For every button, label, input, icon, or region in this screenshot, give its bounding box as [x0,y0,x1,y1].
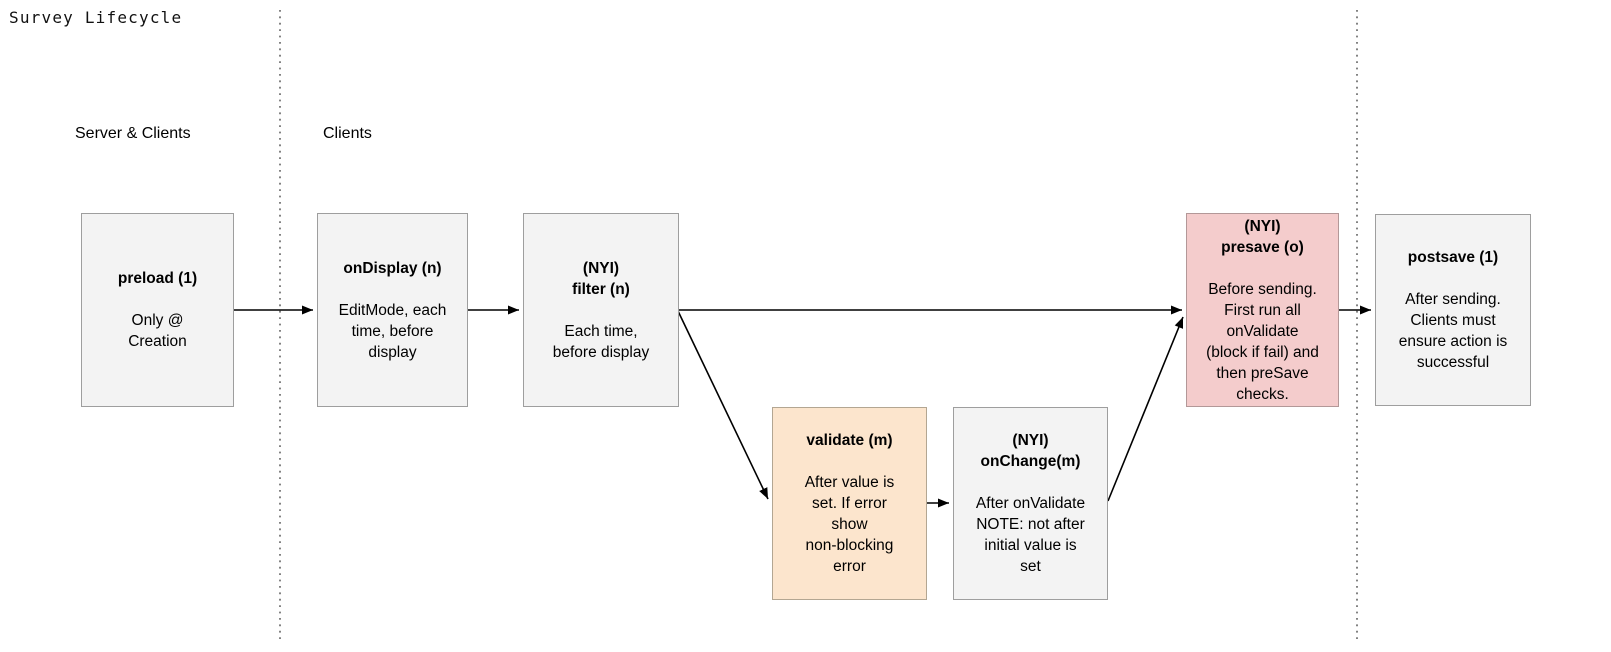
node-onchange-title: (NYI) onChange(m) [981,430,1081,472]
node-preload: preload (1) Only @ Creation [81,213,234,407]
diagram-title: Survey Lifecycle [9,8,183,27]
node-presave-title: (NYI) presave (o) [1221,216,1304,258]
node-title-line: filter (n) [572,280,630,298]
node-ondisplay-body: EditMode, each time, before display [338,301,447,361]
node-validate-body: After value is set. If error show non-bl… [804,474,895,575]
node-presave: (NYI) presave (o) Before sending. First ru… [1186,213,1339,407]
node-title-line: postsave (1) [1407,249,1499,266]
node-validate-title: validate (m) [806,430,892,451]
node-presave-body: Before sending. First run all onValidate… [1206,280,1319,403]
node-onchange: (NYI) onChange(m) After onValidate NOTE: n… [953,407,1108,600]
node-title-line: onDisplay (n) [343,259,442,277]
node-ondisplay-title: onDisplay (n) [343,258,441,279]
node-onchange-body: After onValidate NOTE: not after initial… [975,495,1086,575]
node-filter-body: Each time, before display [552,322,650,361]
edge-filter-to-validate [677,310,769,500]
node-postsave-body: After sending. Clients must ensure actio… [1398,291,1508,371]
lane-label-clients: Clients [323,125,372,142]
edge-onchange-to-presave [1107,316,1184,502]
node-title-line: (NYI) [1012,432,1049,449]
node-title-line: presave (o) [1221,238,1304,256]
node-title-line: validate (m) [806,432,893,449]
node-title-line: (NYI) [582,259,620,277]
node-postsave: postsave (1) After sending. Clients must … [1375,214,1531,406]
node-title-line: preload (1) [117,270,198,287]
node-preload-title: preload (1) [118,268,197,289]
node-title-line: onChange(m) [980,453,1081,470]
node-title-line: (NYI) [1244,217,1281,235]
lane-label-server-and-clients: Server & Clients [75,125,191,142]
node-validate: validate (m) After value is set. If error… [772,407,927,600]
node-postsave-title: postsave (1) [1408,247,1498,268]
node-filter-title: (NYI) filter (n) [572,258,630,300]
node-preload-body: Only @ Creation [128,312,187,350]
node-ondisplay: onDisplay (n) EditMode, each time, before… [317,213,468,407]
node-filter: (NYI) filter (n) Each time, before display [523,213,679,407]
